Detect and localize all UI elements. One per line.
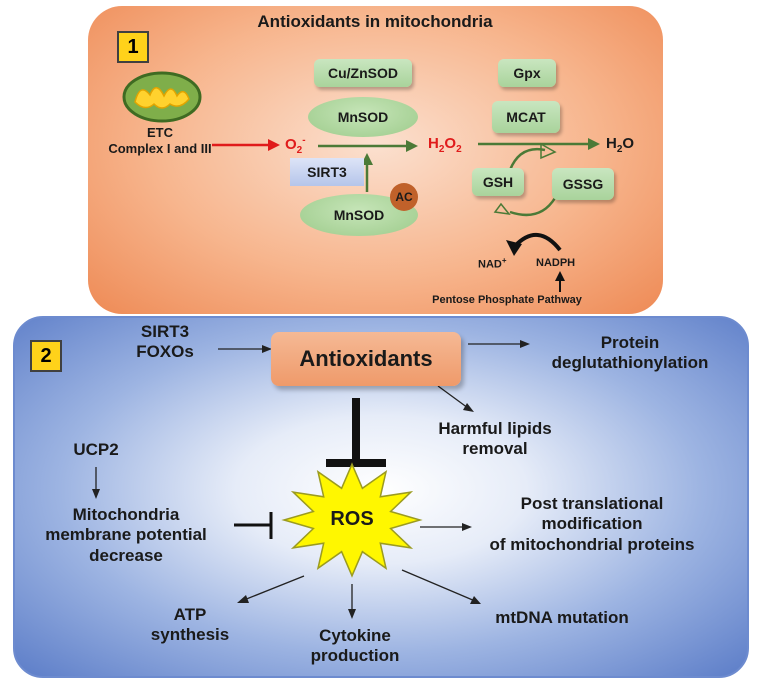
ucp2-to-mitochondria-arrow [92, 467, 100, 499]
h2o-end: O [622, 135, 635, 152]
superoxide-label: O2- [285, 135, 306, 156]
panel-1-background [88, 6, 663, 314]
gsh-box: GSH [472, 168, 524, 196]
nadph-to-nad-arrow [506, 233, 562, 256]
ptm-line1: Post translational [520, 494, 664, 513]
cytokine-line2: production [310, 646, 400, 666]
atp-line1: ATP [173, 605, 207, 624]
h2o2-sub2: 2 [456, 144, 462, 155]
ptm-line2: modification [541, 514, 643, 534]
h2o-base: H [606, 135, 617, 152]
etc-to-superoxide-arrow [212, 139, 280, 151]
antioxidants-box: Antioxidants [271, 332, 461, 386]
ros-label: ROS [330, 508, 374, 530]
mitochondrion-icon [122, 71, 202, 123]
ros-starburst [281, 462, 423, 578]
acetyl-badge: AC [390, 183, 418, 211]
mito-line3: decrease [89, 545, 163, 565]
ros-to-ptm-arrow [420, 523, 472, 531]
nad-label: NAD+ [478, 256, 507, 272]
superoxide-to-h2o2-arrow [318, 140, 418, 152]
antioxidants-inhibit-ros-symbol [326, 398, 386, 467]
sirt3-to-antioxidants-arrow [218, 345, 272, 353]
h2o2-mid: O [444, 135, 457, 152]
panel-2-number-badge: 2 [30, 340, 62, 372]
ppp-to-nadph-arrow [555, 271, 565, 292]
mito-line2: membrane potential [45, 525, 207, 545]
panel-1-title: Antioxidants in mitochondria [257, 12, 493, 31]
panel-1-number-badge: 1 [117, 31, 149, 63]
gssg-box: GSSG [552, 168, 614, 200]
nad-base: NAD [478, 258, 502, 271]
cytokine-production-label: Cytokine production [290, 626, 420, 667]
protein-line2: deglutathionylation [551, 353, 709, 373]
harmful-lipids-label: Harmful lipids removal [420, 419, 570, 460]
lipids-line2: removal [462, 439, 528, 459]
panel-2-number: 2 [40, 344, 52, 367]
panel-1-number: 1 [127, 35, 139, 58]
mtdna-mutation-label: mtDNA mutation [495, 608, 629, 627]
ros-to-mtdna-arrow [401, 569, 481, 604]
sirt3-foxos-label: SIRT3 FOXOs [110, 322, 220, 363]
antioxidants-to-lipids-arrow [437, 385, 474, 412]
ros-to-atp-arrow [237, 575, 305, 603]
superoxide-sub: 2 [296, 145, 303, 156]
h2o2-base: H [428, 135, 439, 152]
ucp2-label: UCP2 [73, 440, 119, 459]
mnsod-activation-arrow [361, 153, 373, 192]
atp-line2: synthesis [150, 625, 230, 645]
ros-to-cytokine-arrow [348, 584, 356, 619]
ppp-label: Pentose Phosphate Pathway [432, 294, 582, 306]
h2o2-sub1: 2 [438, 144, 445, 155]
etc-label-line2: Complex I and III [108, 140, 212, 156]
cuzn-sod-box: Cu/ZnSOD [314, 59, 412, 87]
atp-synthesis-label: ATP synthesis [140, 605, 240, 646]
nad-sup: + [501, 256, 507, 265]
protein-deglutathionylation-label: Protein deglutathionylation [530, 333, 730, 374]
lipids-line1: Harmful lipids [438, 419, 552, 438]
antioxidants-to-protein-arrow [468, 340, 530, 348]
superoxide-base: O [285, 136, 297, 153]
superoxide-sup: - [302, 135, 306, 146]
protein-line1: Protein [600, 333, 660, 352]
glutathione-cycle-arrows [493, 142, 557, 217]
sirt3-box-panel1: SIRT3 [290, 158, 364, 186]
h2o-label: H2O [606, 135, 634, 156]
h2o2-to-h2o-arrow [478, 138, 600, 150]
h2o2-label: H2O2 [428, 135, 462, 155]
h2o-sub: 2 [616, 144, 623, 155]
gpx-box: Gpx [498, 59, 556, 87]
etc-label-line1: ETC [147, 125, 173, 140]
nadph-label: NADPH [536, 257, 576, 269]
ptm-line3: of mitochondrial proteins [489, 534, 695, 554]
foxos-label: FOXOs [136, 342, 194, 362]
mito-inhibit-ros-symbol [234, 512, 273, 539]
sirt3-label: SIRT3 [140, 322, 190, 341]
etc-label: ETC Complex I and III [100, 125, 220, 156]
mito-membrane-label: Mitochondria membrane potential decrease [16, 505, 236, 566]
mcat-box: MCAT [492, 101, 560, 133]
ptm-label: Post translational modification of mitoc… [462, 494, 722, 555]
cytokine-line1: Cytokine [319, 626, 391, 645]
mnsod-top-oval: MnSOD [308, 97, 418, 137]
mito-line1: Mitochondria [72, 505, 180, 524]
